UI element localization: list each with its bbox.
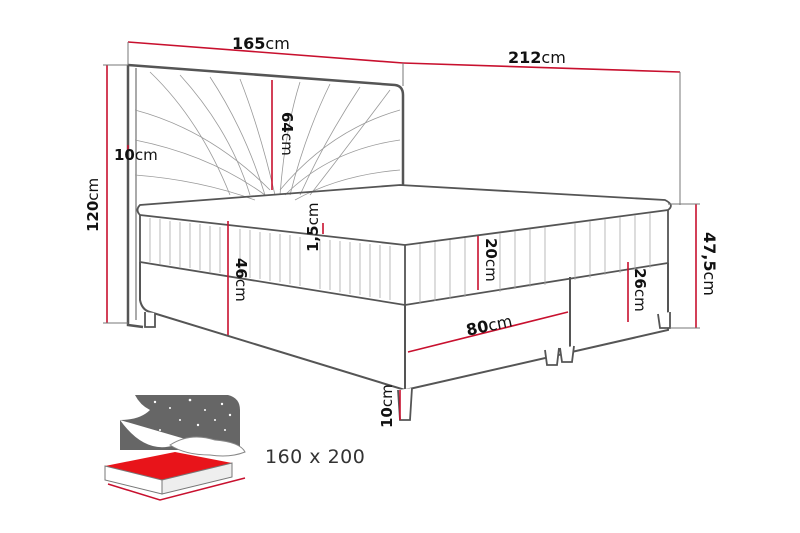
dim-sleeping-height: 47,5cm — [700, 232, 719, 296]
dim-box-height: 26cm — [631, 268, 649, 312]
dim-width-total: 165cm — [232, 34, 290, 53]
mattress — [136, 184, 672, 306]
dim-length-total: 212cm — [508, 48, 566, 67]
dimension-lines — [106, 41, 697, 420]
dim-height-total: 120cm — [84, 177, 102, 232]
dim-leg-height: 10cm — [378, 384, 396, 428]
headboard-tufting — [134, 71, 401, 201]
dim-topper-thickness: 1,5cm — [304, 202, 322, 252]
extension-lines — [103, 42, 700, 329]
dim-headboard-height: 64cm — [278, 112, 296, 156]
dim-base-height: 46cm — [232, 258, 250, 302]
sleeping-area-size: 160 x 200 — [265, 446, 366, 468]
bed-base — [139, 262, 669, 392]
bed-size-icon — [104, 395, 246, 501]
dim-headboard-thickness: 10cm — [114, 146, 158, 164]
bed-legs — [144, 312, 671, 421]
dim-mattress-height: 20cm — [482, 238, 500, 282]
mattress-stitching — [149, 213, 651, 303]
